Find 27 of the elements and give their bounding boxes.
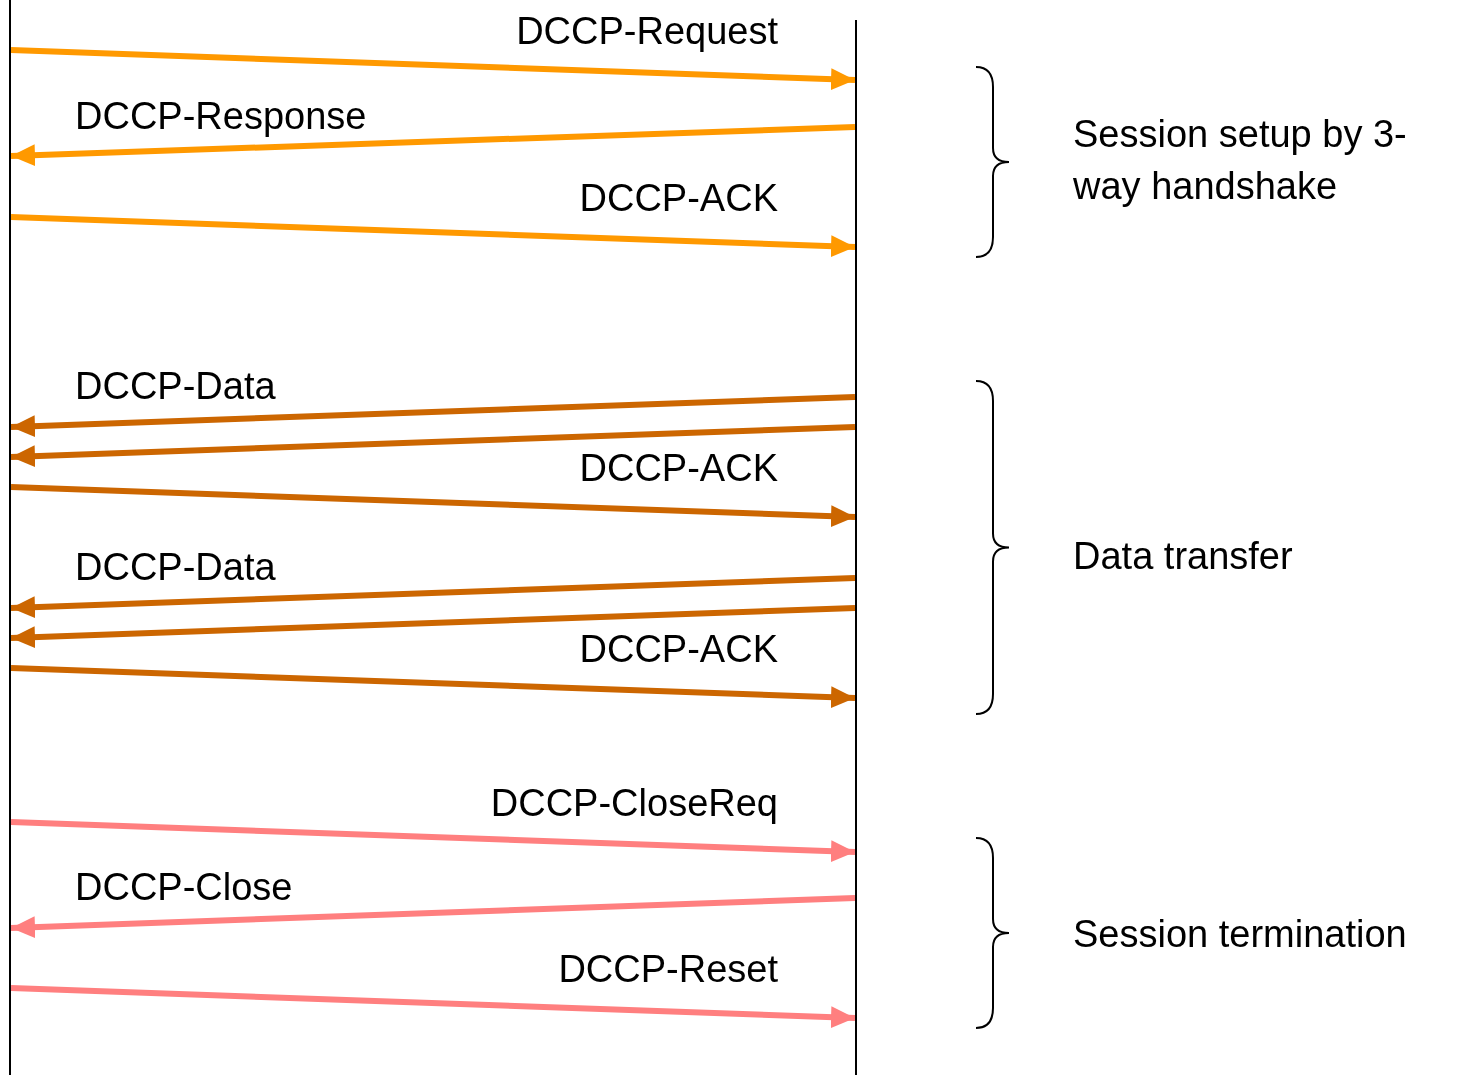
edge-label: DCCP-ACK [579,449,778,487]
edge-label: DCCP-ACK [579,179,778,217]
edge-label: DCCP-CloseReq [490,784,778,822]
phase-label: Session setup by 3-way handshake [1073,112,1408,209]
lifeline [9,0,11,1075]
message-arrow [10,394,856,438]
lifeline [855,20,857,1075]
message-arrow [10,47,856,91]
phase-label: Data transfer [1073,534,1294,579]
message-arrow [10,895,856,939]
edge-label: DCCP-Reset [558,950,778,988]
message-arrow [10,214,856,258]
edge-label: DCCP-Data [75,367,276,405]
edge-label: DCCP-Request [516,12,778,50]
message-arrow [10,124,856,167]
message-arrow [10,484,856,528]
edge-label: DCCP-ACK [579,630,778,668]
edge-label: DCCP-Data [75,548,276,586]
phase-label: Session termination [1073,912,1408,957]
message-arrow [10,819,856,863]
message-arrow [10,605,856,649]
edge-label: DCCP-Response [75,97,367,135]
message-arrow [10,985,856,1029]
message-arrow [10,575,856,619]
edge-label: DCCP-Close [75,868,293,906]
message-arrow [10,665,856,709]
message-arrow [10,424,856,468]
